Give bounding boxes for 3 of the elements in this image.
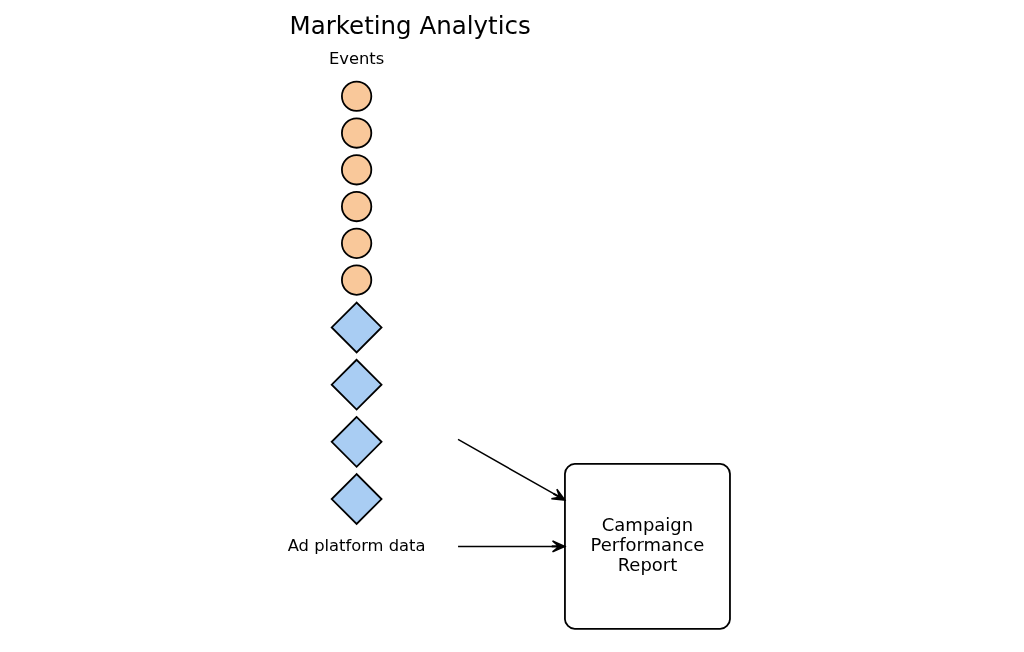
label: Events (328, 48, 385, 68)
diagram-title: Marketing Analytics (289, 11, 531, 41)
label: Ad platform data (287, 535, 426, 555)
